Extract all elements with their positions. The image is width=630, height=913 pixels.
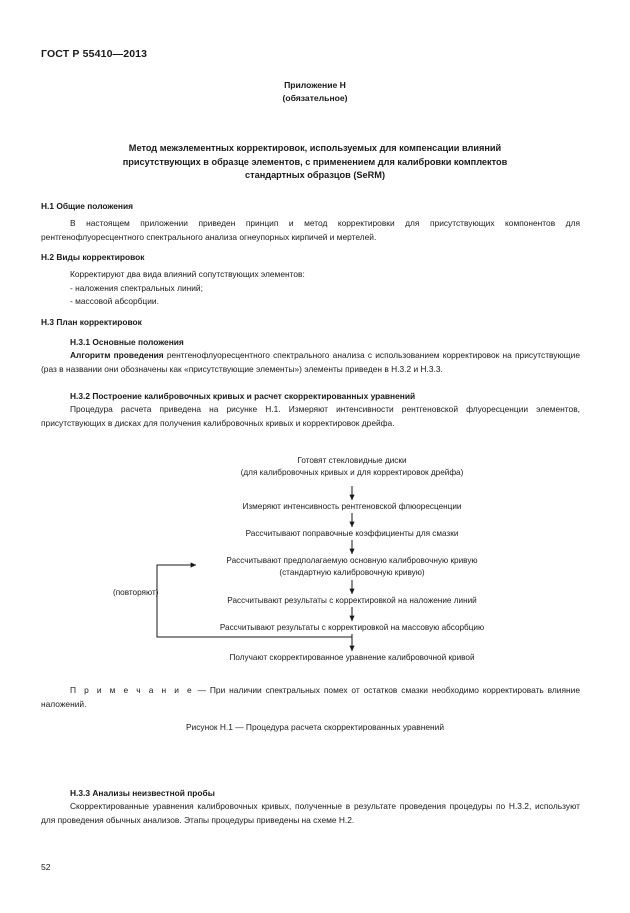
flowchart-connectors <box>156 486 355 652</box>
flow-node-5-line-1: Рассчитывают результаты с корректировкой… <box>227 596 477 605</box>
page-title: Метод межэлементных корректировок, испол… <box>75 142 555 183</box>
flow-node-4-line-2: (стандартную калибровочную кривую) <box>279 568 425 578</box>
note-text: При наличии спектральных помех от остатк… <box>41 685 580 709</box>
page-title-line-2: присутствующих в образце элементов, с пр… <box>122 156 508 167</box>
section-paragraph-h3-3: Скорректированные уравнения калибровочны… <box>41 801 580 825</box>
flow-node-6-line-1: Рассчитывают результаты с корректировкой… <box>219 623 485 632</box>
note-dash: — <box>193 685 210 695</box>
page-number: 52 <box>41 862 51 872</box>
paragraph-lead-bold: Алгоритм проведения <box>70 350 164 360</box>
flow-node-2: Измеряют интенсивность рентгеновской флю… <box>152 501 552 513</box>
flow-node-5: Рассчитывают результаты с корректировкой… <box>152 595 552 607</box>
flow-node-1-line-1: Готовят стекловидные диски <box>297 456 407 465</box>
annex-caption: Приложение Н (обязательное) <box>0 79 630 104</box>
annex-status: (обязательное) <box>282 92 348 103</box>
section-heading-h1: Н.1 Общие положения <box>41 201 134 211</box>
flow-node-1: Готовят стекловидные диски (для калибров… <box>202 455 502 480</box>
page-title-line-3: стандартных образцов (SeRM) <box>244 170 386 181</box>
flowchart: Готовят стекловидные диски (для калибров… <box>0 455 630 670</box>
figure-caption: Рисунок Н.1 — Процедура расчета скоррект… <box>185 722 445 732</box>
section-paragraph-h3-1: Алгоритм проведения рентгенофлуоресцентн… <box>41 349 580 376</box>
note-label: П р и м е ч а н и е <box>70 685 194 695</box>
flow-node-1-line-2: (для калибровочных кривых и для корректи… <box>240 468 464 478</box>
document-standard-code: ГОСТ Р 55410—2013 <box>41 48 148 60</box>
section-heading-h3: Н.3 План корректировок <box>41 317 142 327</box>
flow-loop-label: (повторяют) <box>113 588 159 597</box>
section-heading-h3-3: Н.3.3 Анализы неизвестной пробы <box>70 788 215 798</box>
section-paragraph-h2-intro: Корректируют два вида влияний сопутствую… <box>70 269 305 279</box>
section-heading-h3-2: Н.3.2 Построение калибровочных кривых и … <box>70 391 416 401</box>
section-paragraph-h1: В настоящем приложении приведен принцип … <box>41 218 580 242</box>
flow-node-3-line-1: Рассчитывают поправочные коэффициенты дл… <box>245 529 459 538</box>
note-block: П р и м е ч а н и е — При наличии спектр… <box>41 684 580 711</box>
section-paragraph-h3-2: Процедура расчета приведена на рисунке Н… <box>41 404 580 428</box>
flow-node-7-line-1: Получают скорректированное уравнение кал… <box>229 653 475 662</box>
paragraph-rest: рентгенофлуоресцентного спектрального ан… <box>41 350 580 374</box>
flow-node-2-line-1: Измеряют интенсивность рентгеновской флю… <box>242 502 462 511</box>
flow-node-4-line-1: Рассчитывают предполагаемую основную кал… <box>226 556 478 565</box>
section-heading-h3-1: Н.3.1 Основные положения <box>70 337 184 347</box>
list-item-h2-1: - наложения спектральных линий; <box>70 283 203 293</box>
list-item-h2-2: - массовой абсорбции. <box>70 296 159 306</box>
flow-node-4: Рассчитывают предполагаемую основную кал… <box>202 555 502 580</box>
flow-node-7: Получают скорректированное уравнение кал… <box>152 652 552 664</box>
annex-label: Приложение Н <box>284 80 346 90</box>
flow-node-3: Рассчитывают поправочные коэффициенты дл… <box>152 528 552 540</box>
page-title-line-1: Метод межэлементных корректировок, испол… <box>128 143 502 153</box>
flow-node-6: Рассчитывают результаты с корректировкой… <box>152 622 552 634</box>
section-heading-h2: Н.2 Виды корректировок <box>41 252 145 262</box>
